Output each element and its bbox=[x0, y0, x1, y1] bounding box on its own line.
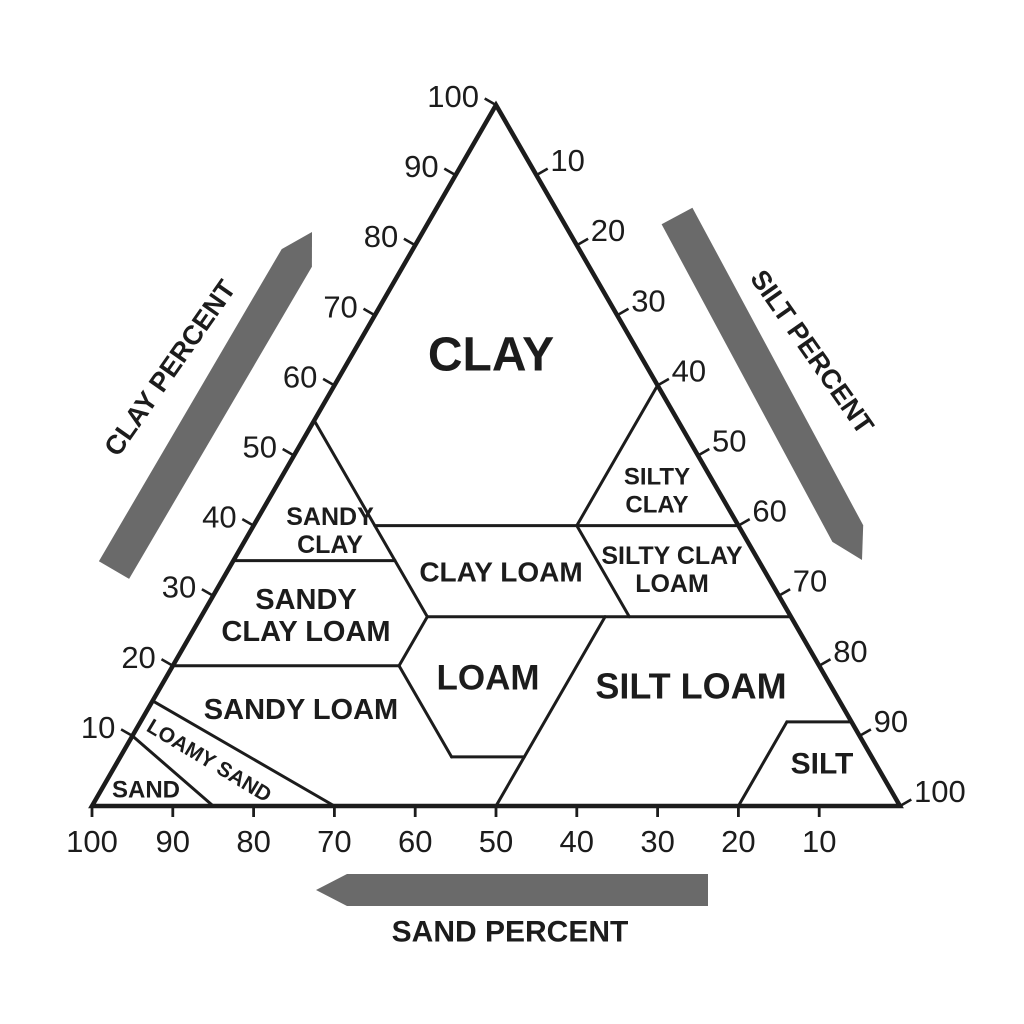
clay-tick-50 bbox=[282, 447, 295, 457]
silt-tick-label-70: 70 bbox=[793, 564, 827, 599]
silt-tick-10 bbox=[535, 167, 549, 177]
silt-tick-label-10: 10 bbox=[550, 143, 584, 178]
clay-tick-label-50: 50 bbox=[243, 430, 277, 465]
clay-tick-label-80: 80 bbox=[364, 219, 398, 254]
clay-tick-label-100: 100 bbox=[427, 79, 479, 114]
silt-tick-30 bbox=[616, 307, 630, 317]
clay-tick-70 bbox=[362, 307, 376, 317]
sand-tick-label-20: 20 bbox=[721, 824, 755, 859]
sand-tick-label-50: 50 bbox=[479, 824, 513, 859]
boundary-loamy-sand-top-line bbox=[151, 699, 336, 808]
sand-tick-label-30: 30 bbox=[640, 824, 674, 859]
sand-axis-arrow-icon bbox=[316, 874, 708, 906]
boundary-sand-20-line bbox=[575, 524, 631, 619]
sand-tick-label-80: 80 bbox=[236, 824, 270, 859]
region-label-silt-loam: SILT LOAM bbox=[595, 666, 786, 707]
silt-tick-label-30: 30 bbox=[631, 283, 665, 318]
region-label-sand: SAND bbox=[112, 777, 180, 804]
clay-tick-100 bbox=[484, 97, 497, 107]
clay-tick-40 bbox=[241, 517, 255, 527]
silt-tick-label-60: 60 bbox=[752, 494, 786, 529]
silt-tick-90 bbox=[858, 728, 872, 738]
clay-tick-60 bbox=[322, 377, 336, 387]
region-label-loam: LOAM bbox=[436, 659, 539, 698]
silt-axis-arrow-icon bbox=[661, 207, 864, 560]
boundary-sand-top-line bbox=[130, 734, 215, 808]
silt-tick-label-50: 50 bbox=[712, 424, 746, 459]
silt-tick-50 bbox=[697, 447, 710, 457]
silt-tick-80 bbox=[818, 658, 832, 667]
boundary-silt-50-line bbox=[494, 615, 607, 808]
boundary-silt-28-line bbox=[397, 615, 429, 668]
clay-tick-30 bbox=[201, 588, 214, 597]
region-label-silt: SILT bbox=[791, 748, 854, 781]
clay-tick-label-70: 70 bbox=[323, 289, 357, 324]
sand-tick-label-90: 90 bbox=[156, 824, 190, 859]
region-label-sandy-loam: SANDY LOAM bbox=[204, 694, 398, 726]
sand-tick-label-10: 10 bbox=[802, 824, 836, 859]
silt-tick-40 bbox=[656, 377, 670, 387]
clay-tick-80 bbox=[403, 237, 416, 247]
clay-tick-label-10: 10 bbox=[81, 710, 115, 745]
sand-axis-title: SAND PERCENT bbox=[392, 916, 629, 949]
boundary-silt-80-line bbox=[736, 720, 789, 808]
region-label-clay-loam: CLAY LOAM bbox=[419, 557, 582, 588]
silt-tick-60 bbox=[737, 517, 751, 527]
clay-tick-10 bbox=[120, 728, 134, 738]
sand-tick-label-60: 60 bbox=[398, 824, 432, 859]
clay-tick-label-30: 30 bbox=[162, 570, 196, 605]
sand-tick-label-70: 70 bbox=[317, 824, 351, 859]
boundary-silt-40-line bbox=[575, 383, 660, 528]
silt-tick-70 bbox=[778, 588, 791, 597]
clay-tick-label-20: 20 bbox=[121, 640, 155, 675]
silt-tick-label-80: 80 bbox=[833, 634, 867, 669]
boundary-sand-45-line bbox=[312, 418, 429, 619]
boundary-sand-52-line bbox=[397, 664, 454, 759]
clay-tick-90 bbox=[443, 167, 457, 177]
clay-axis-arrow-icon bbox=[98, 232, 313, 579]
sand-tick-label-40: 40 bbox=[560, 824, 594, 859]
silt-tick-20 bbox=[576, 237, 589, 247]
silt-tick-label-20: 20 bbox=[591, 213, 625, 248]
clay-tick-label-60: 60 bbox=[283, 359, 317, 394]
silt-tick-label-90: 90 bbox=[874, 704, 908, 739]
silt-tick-label-40: 40 bbox=[672, 353, 706, 388]
sand-tick-label-100: 100 bbox=[66, 824, 118, 859]
clay-tick-label-90: 90 bbox=[404, 149, 438, 184]
silt-tick-100 bbox=[899, 798, 912, 808]
clay-tick-20 bbox=[160, 658, 174, 667]
region-label-clay: CLAY bbox=[428, 329, 554, 382]
clay-tick-label-40: 40 bbox=[202, 500, 236, 535]
silt-tick-label-100: 100 bbox=[914, 774, 966, 809]
